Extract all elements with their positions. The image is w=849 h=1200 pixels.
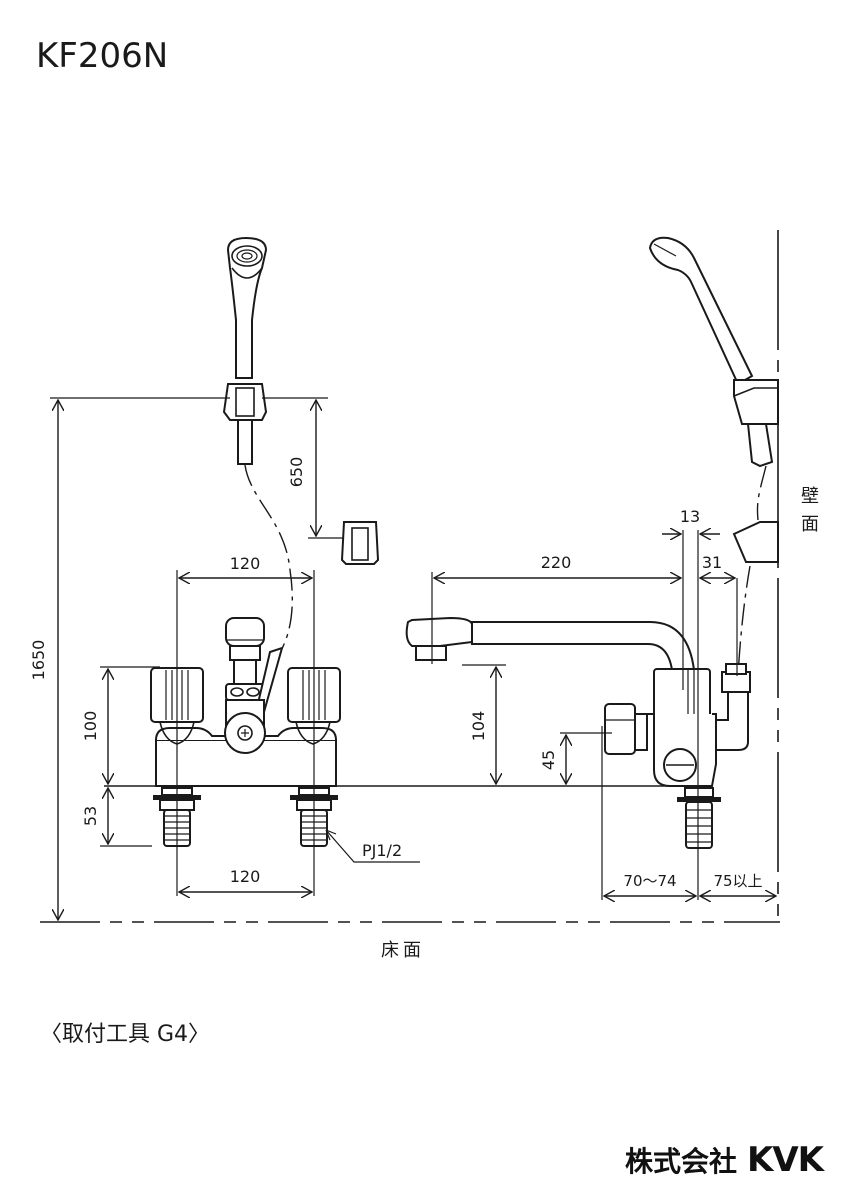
dim-650: 650: [287, 457, 306, 488]
faucet-body-front: [150, 617, 341, 787]
shower-hose-front: [244, 464, 293, 661]
shower-holder-front: [222, 383, 268, 465]
spout-side: [405, 616, 696, 671]
dim-13: 13: [680, 507, 700, 526]
tool-note: 〈取付工具 G4〉: [40, 1022, 211, 1047]
dim-120-bottom: 120: [230, 867, 261, 886]
thread-label: PJ1/2: [362, 841, 402, 860]
dim-120-top: 120: [230, 554, 261, 573]
shower-head-side: [648, 236, 779, 468]
floor-label: 床面: [381, 940, 425, 961]
wall-label-1: 壁: [801, 486, 819, 507]
dim-53: 53: [81, 806, 100, 826]
dim-45: 45: [539, 750, 558, 770]
company-logo: KVK: [746, 1140, 824, 1180]
dim-1650: 1650: [29, 640, 48, 681]
dim-31: 31: [702, 553, 722, 572]
dim-104: 104: [469, 711, 488, 742]
model-title: KF206N: [36, 36, 169, 76]
wall-label-2: 面: [801, 514, 819, 535]
dim-75-min: 75以上: [713, 872, 762, 890]
dim-220: 220: [541, 553, 572, 572]
company-mark: 株式会社 KVK: [624, 1140, 824, 1180]
shower-head-front: [226, 236, 268, 379]
company-prefix: 株式会社: [624, 1145, 737, 1178]
front-view: 650 1650: [29, 236, 420, 920]
faucet-body-side: [604, 663, 751, 849]
hook-holder-front: [340, 521, 380, 565]
dim-70-74: 70～74: [623, 872, 676, 890]
dim-100: 100: [81, 711, 100, 742]
side-view: 壁 面: [405, 230, 819, 922]
hook-holder-side: [732, 521, 779, 563]
